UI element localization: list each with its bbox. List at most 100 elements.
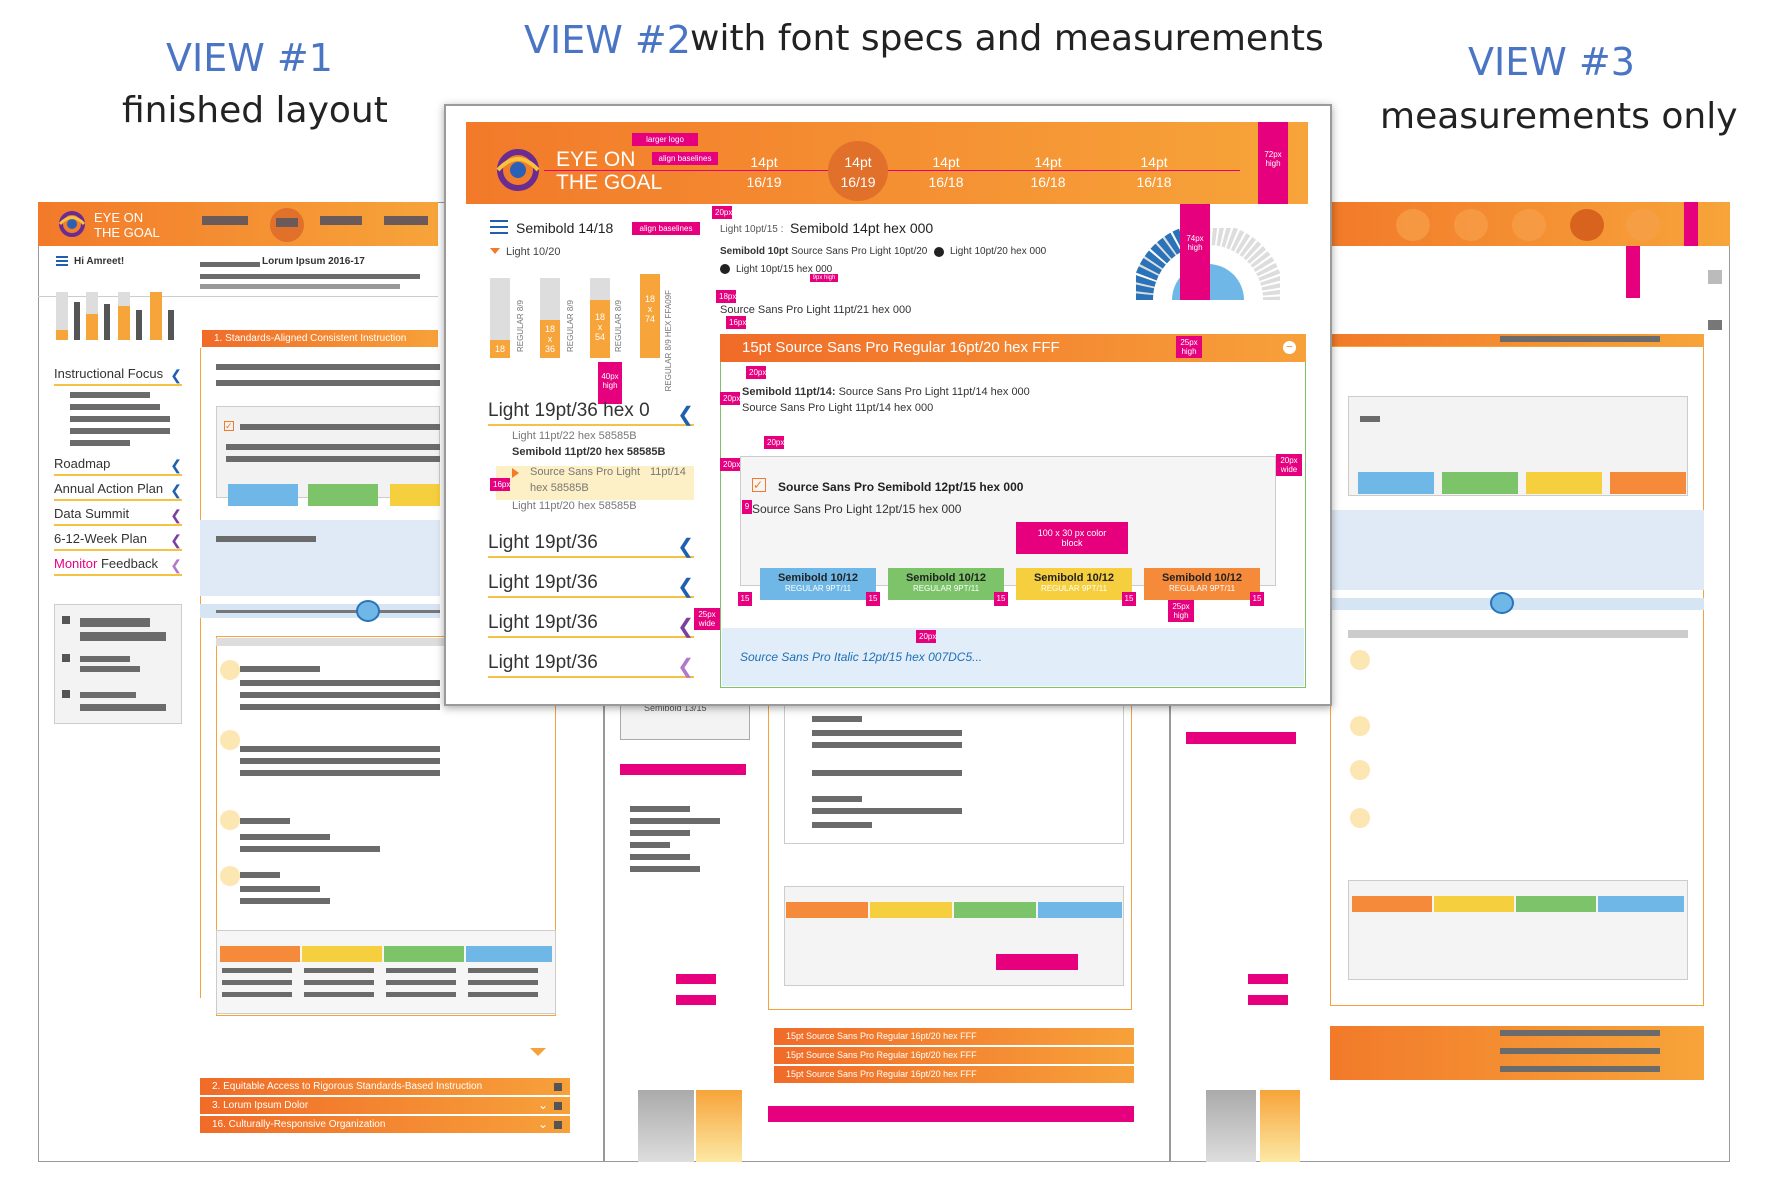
list-heading-1[interactable]: Light 19pt/36❮	[488, 532, 694, 558]
table-header-green[interactable]	[1516, 896, 1596, 912]
list-heading-4[interactable]: Light 19pt/36❮	[488, 652, 694, 678]
section-header-15pt[interactable]: 15pt Source Sans Pro Regular 16pt/20 hex…	[720, 334, 1306, 362]
menu-icon[interactable]	[1708, 270, 1722, 284]
collapse-arrow-icon[interactable]	[530, 1048, 546, 1056]
table-header-blue[interactable]	[1038, 902, 1122, 918]
color-block-green[interactable]	[308, 484, 378, 506]
color-block-yellow[interactable]	[390, 484, 440, 506]
table-header-orange[interactable]	[786, 902, 868, 918]
color-block-blue[interactable]	[228, 484, 298, 506]
text-placeholder	[70, 416, 170, 422]
section2-header[interactable]: 2. Equitable Access to Rigorous Standard…	[200, 1078, 570, 1095]
table-header-orange[interactable]	[1352, 896, 1432, 912]
text-placeholder	[812, 822, 872, 828]
caret-right-icon[interactable]	[512, 468, 519, 478]
table-row	[468, 980, 538, 985]
slider-handle[interactable]	[356, 600, 380, 622]
title-prefix: Light 10pt/15 :	[720, 224, 784, 235]
title-main: Semibold 14pt hex 000	[790, 220, 934, 236]
list-heading-2[interactable]: Light 19pt/36❮	[488, 572, 694, 598]
text-placeholder	[80, 656, 130, 662]
table-header-green[interactable]	[384, 946, 464, 962]
nav-annual-action-plan[interactable]: Annual Action Plan❮	[54, 481, 182, 501]
bg-section-header[interactable]: 15pt Source Sans Pro Regular 16pt/20 hex…	[774, 1066, 1134, 1083]
table-header-orange[interactable]	[220, 946, 300, 962]
tag-25px-wide: 25px wide	[694, 608, 720, 630]
section3-header[interactable]: 3. Lorum Ipsum Dolor⌄	[200, 1097, 570, 1114]
color-block-green[interactable]	[1442, 472, 1518, 494]
measure-tag	[676, 974, 716, 984]
table-row	[468, 968, 538, 973]
list-heading-light19[interactable]: Light 19pt/36 hex 0❮	[488, 400, 694, 426]
list-icon	[1350, 650, 1370, 670]
measure-tag	[1248, 974, 1288, 984]
checkbox-icon[interactable]: ✓	[752, 478, 766, 492]
text-placeholder	[630, 854, 690, 860]
table-header-yellow[interactable]	[1434, 896, 1514, 912]
nav-placeholder[interactable]	[384, 216, 428, 225]
nav-6-12-week-plan[interactable]: 6-12-Week Plan❮	[54, 531, 182, 551]
tag-20px-f: 20px	[916, 630, 936, 643]
table-header-yellow[interactable]	[870, 902, 952, 918]
nav-spec-bottom: 16/18	[1136, 174, 1172, 190]
info-icon[interactable]	[934, 247, 944, 257]
nav-roadmap[interactable]: Roadmap❮	[54, 456, 182, 476]
caret-down-icon[interactable]	[490, 248, 500, 254]
card-body: Source Sans Pro Light 12pt/15 hex 000	[752, 502, 962, 516]
content-card	[216, 406, 440, 498]
table-row	[304, 980, 374, 985]
collapse-icon[interactable]: −	[1283, 341, 1296, 354]
list-icon	[220, 660, 240, 680]
chevron-left-icon: ❮	[170, 532, 182, 548]
tag-74px-high: 74px high	[1180, 204, 1210, 300]
menu-icon[interactable]	[490, 220, 508, 234]
slider-handle[interactable]	[1490, 592, 1514, 614]
menu-icon[interactable]	[1708, 320, 1722, 330]
section1-header[interactable]: 1. Standards-Aligned Consistent Instruct…	[202, 330, 438, 347]
nav-placeholder[interactable]	[320, 216, 362, 225]
table-header-blue[interactable]	[1598, 896, 1684, 912]
table-row	[222, 968, 292, 973]
logo-icon	[56, 209, 88, 239]
logo-text: EYE ON THE GOAL	[556, 148, 662, 194]
table-header-green[interactable]	[954, 902, 1036, 918]
nav-placeholder[interactable]	[202, 216, 248, 225]
view2-subheading: with font specs and measurements	[690, 18, 1324, 59]
bg-section-header[interactable]: 15pt Source Sans Pro Regular 16pt/20 hex…	[774, 1028, 1134, 1045]
text-placeholder	[226, 444, 440, 450]
text-placeholder	[200, 284, 400, 289]
table-row	[468, 992, 538, 997]
checkbox-icon[interactable]: ✓	[224, 421, 234, 431]
color-block-orange[interactable]	[1610, 472, 1686, 494]
section16-header[interactable]: 16. Culturally-Responsive Organization⌄	[200, 1116, 570, 1133]
color-block-blue[interactable]	[1358, 472, 1434, 494]
list-heading-3[interactable]: Light 19pt/36❮	[488, 612, 694, 638]
info-icon[interactable]	[720, 264, 730, 274]
chevron-left-icon: ❮	[170, 507, 182, 523]
nav-monitor-feedback[interactable]: Monitor Feedback❮	[54, 556, 182, 576]
semibold11-14-rest: Source Sans Pro Light 11pt/14 hex 000	[835, 386, 1030, 398]
table-header-blue[interactable]	[466, 946, 552, 962]
menu-icon[interactable]	[56, 256, 68, 266]
bg-section-header[interactable]: 15pt Source Sans Pro Regular 16pt/20 hex…	[774, 1047, 1134, 1064]
nav-active-circle[interactable]	[828, 141, 888, 201]
section-label: 2. Equitable Access to Rigorous Standard…	[212, 1081, 483, 1092]
chevron-left-icon: ❮	[677, 536, 694, 558]
text-placeholder	[200, 274, 420, 279]
tag-15: 15	[1122, 592, 1136, 606]
nav-spec-top: 14pt	[750, 154, 778, 170]
table-header-yellow[interactable]	[302, 946, 382, 962]
list-heading-label: Light 19pt/36	[488, 612, 598, 633]
color-block-yellow[interactable]	[1526, 472, 1602, 494]
nav-data-summit[interactable]: Data Summit❮	[54, 506, 182, 526]
nav-instructional-focus[interactable]: Instructional Focus❮	[54, 366, 182, 386]
